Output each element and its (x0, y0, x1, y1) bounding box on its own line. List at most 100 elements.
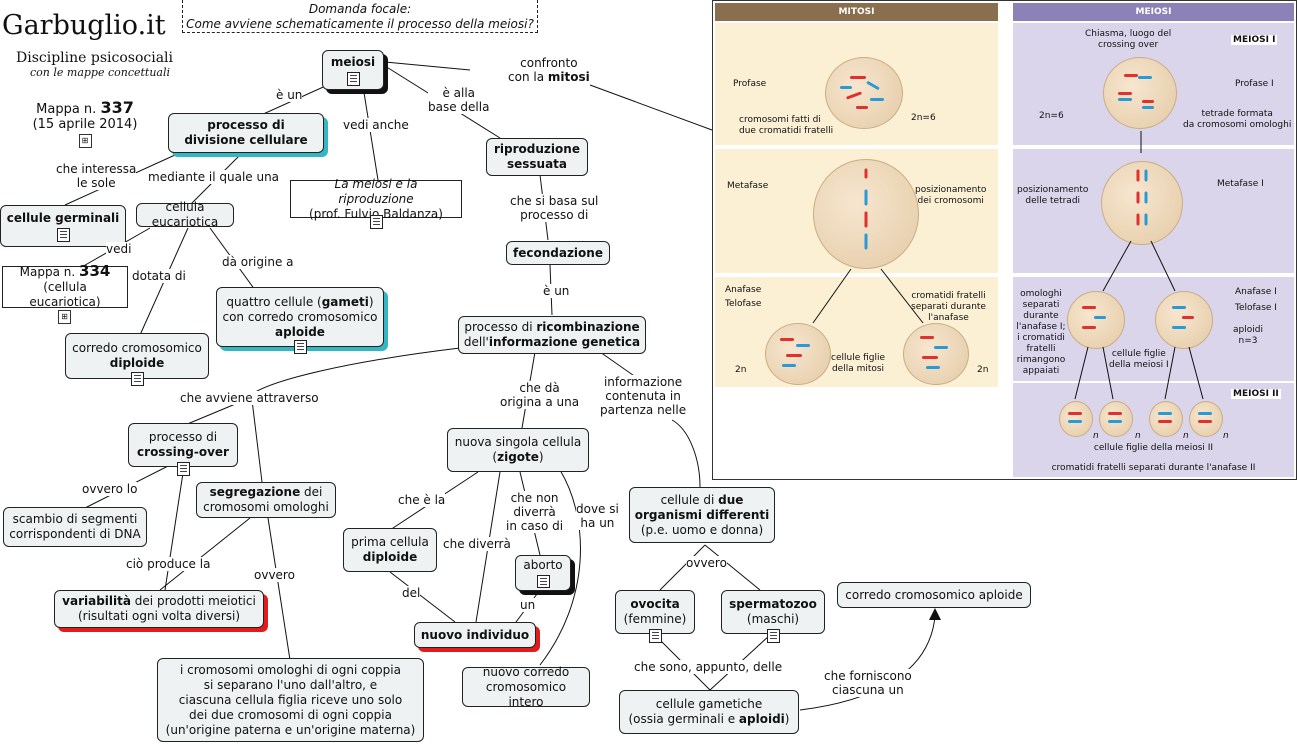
cell (1101, 161, 1183, 245)
document-icon[interactable] (56, 227, 70, 242)
fig-label: n (1093, 431, 1099, 441)
figure-arrows (812, 131, 1204, 400)
node-corredo-aploide[interactable]: corredo cromosomico aploide (837, 582, 1031, 608)
fig-label: cellule figlie della meiosi II (1093, 443, 1214, 453)
node-nuovo-individuo[interactable]: nuovo individuo (414, 622, 536, 648)
node-libro-baldanza[interactable]: La meiosi e la riproduzione (prof. Fulvi… (290, 177, 462, 229)
node-corredo-diploide[interactable]: corredo cromosomico diploide (65, 333, 209, 386)
fig-label: n (1223, 431, 1229, 441)
fig-label: 2n (977, 365, 989, 375)
focal-question: Domanda focale: Come avviene schematicam… (182, 0, 538, 33)
mitosi-header: MITOSI (715, 3, 998, 21)
cell (1067, 291, 1125, 349)
node-nuovo-corredo[interactable]: nuovo corredo cromosomico intero (462, 665, 590, 709)
node-crossing-over[interactable]: processo di crossing-over (128, 423, 238, 476)
node-mappa-334[interactable]: Mappa n. 334 (cellula eucariotica) (2, 264, 128, 309)
logo-tagline: con le mappe concettuali (30, 66, 171, 79)
link-label: vedi anche (343, 118, 409, 132)
node-omologhi-separazione[interactable]: i cromosomi omologhi di ogni coppia si s… (157, 658, 424, 742)
node-quattro-cellule[interactable]: quattro cellule (gameti) con corredo cro… (216, 287, 384, 354)
meiosi-header: MEIOSI (1013, 3, 1294, 21)
document-icon[interactable] (766, 629, 780, 643)
link-label: ovvero (686, 556, 727, 570)
link-label: che è la (398, 493, 446, 507)
link-label: vedi (106, 242, 132, 256)
document-icon[interactable] (130, 372, 144, 386)
fig-label: n (1135, 431, 1141, 441)
node-zigote[interactable]: nuova singola cellula (zigote) (447, 428, 589, 472)
document-icon[interactable] (648, 629, 662, 643)
node-variabilita[interactable]: variabilità dei prodotti meiotici (risul… (54, 590, 264, 628)
document-icon[interactable] (293, 340, 307, 354)
document-icon[interactable] (369, 215, 383, 229)
cell (825, 57, 903, 129)
node-cellule-germinali[interactable]: cellule germinali (0, 205, 126, 247)
cell (1099, 401, 1133, 437)
link-label: è un (543, 284, 570, 298)
document-icon[interactable] (536, 575, 550, 588)
fig-label: 2n=6 (911, 113, 936, 123)
cell (813, 159, 919, 269)
link-label: ovvero lo (82, 482, 138, 496)
link-label: dotata di (132, 269, 186, 283)
node-scambio-segmenti[interactable]: scambio di segmenti corrispondenti di DN… (3, 507, 147, 547)
map-icon[interactable]: ⊞ (58, 310, 71, 324)
cell (1103, 57, 1177, 129)
link-label: del (402, 586, 421, 600)
fig-label: Anafase (725, 285, 762, 295)
node-cellula-eucariotica[interactable]: cellula eucariotica (136, 200, 234, 229)
node-spermatozoo[interactable]: spermatozoo (maschi) (721, 590, 825, 643)
cell (1059, 401, 1093, 437)
node-meiosi[interactable]: meiosi (322, 50, 384, 90)
link-label: che avviene attraverso (180, 391, 319, 405)
fig-label: Profase I (1235, 79, 1274, 89)
link-label: mediante il quale una (148, 170, 280, 184)
site-logo: Garbuglio.it (2, 10, 166, 41)
node-fecondazione[interactable]: fecondazione (506, 241, 610, 265)
fig-label: Anafase I (1235, 287, 1277, 297)
node-ovocita[interactable]: ovocita (femmine) (615, 590, 695, 643)
logo-subtitle: Discipline psicosociali (16, 50, 174, 66)
node-cellule-gametiche[interactable]: cellule gametiche (ossia germinali e apl… (619, 690, 799, 734)
map-icon[interactable]: ⊞ (78, 134, 92, 148)
node-aborto[interactable]: aborto (515, 555, 571, 591)
link-label: è un (276, 88, 303, 102)
document-icon[interactable] (346, 71, 360, 86)
node-ricombinazione[interactable]: processo di ricombinazione dell'informaz… (458, 316, 646, 354)
node-riproduzione-sessuata[interactable]: riproduzione sessuata (486, 138, 588, 176)
fig-label: Profase (733, 79, 767, 89)
fig-tag: MEIOSI I (1231, 35, 1278, 45)
node-segregazione[interactable]: segregazione dei cromosomi omologhi (196, 482, 336, 518)
cell (1189, 401, 1223, 437)
link-label: che sono, appunto, delle (634, 660, 783, 674)
fig-label: Telofase (725, 299, 762, 309)
fig-label: 2n (735, 365, 747, 375)
link-label: che diverrà (443, 537, 511, 551)
fig-label: Metafase (727, 181, 769, 191)
link-label: dà origine a (222, 255, 294, 269)
document-icon[interactable] (176, 462, 190, 476)
fig-label: Telofase I (1235, 303, 1277, 313)
node-prima-cellula[interactable]: prima cellula diploide (343, 528, 437, 572)
cell (765, 323, 831, 385)
meiosi-anafase-panel (1013, 277, 1294, 381)
node-processo-divisione[interactable]: processo di divisione cellulare (168, 113, 324, 153)
link-label: ovvero (254, 568, 295, 582)
fig-tag: MEIOSI II (1231, 389, 1281, 399)
fig-label: Metafase I (1217, 179, 1264, 189)
node-organismi-differenti[interactable]: cellule di due organismi differenti (p.e… (629, 487, 775, 543)
